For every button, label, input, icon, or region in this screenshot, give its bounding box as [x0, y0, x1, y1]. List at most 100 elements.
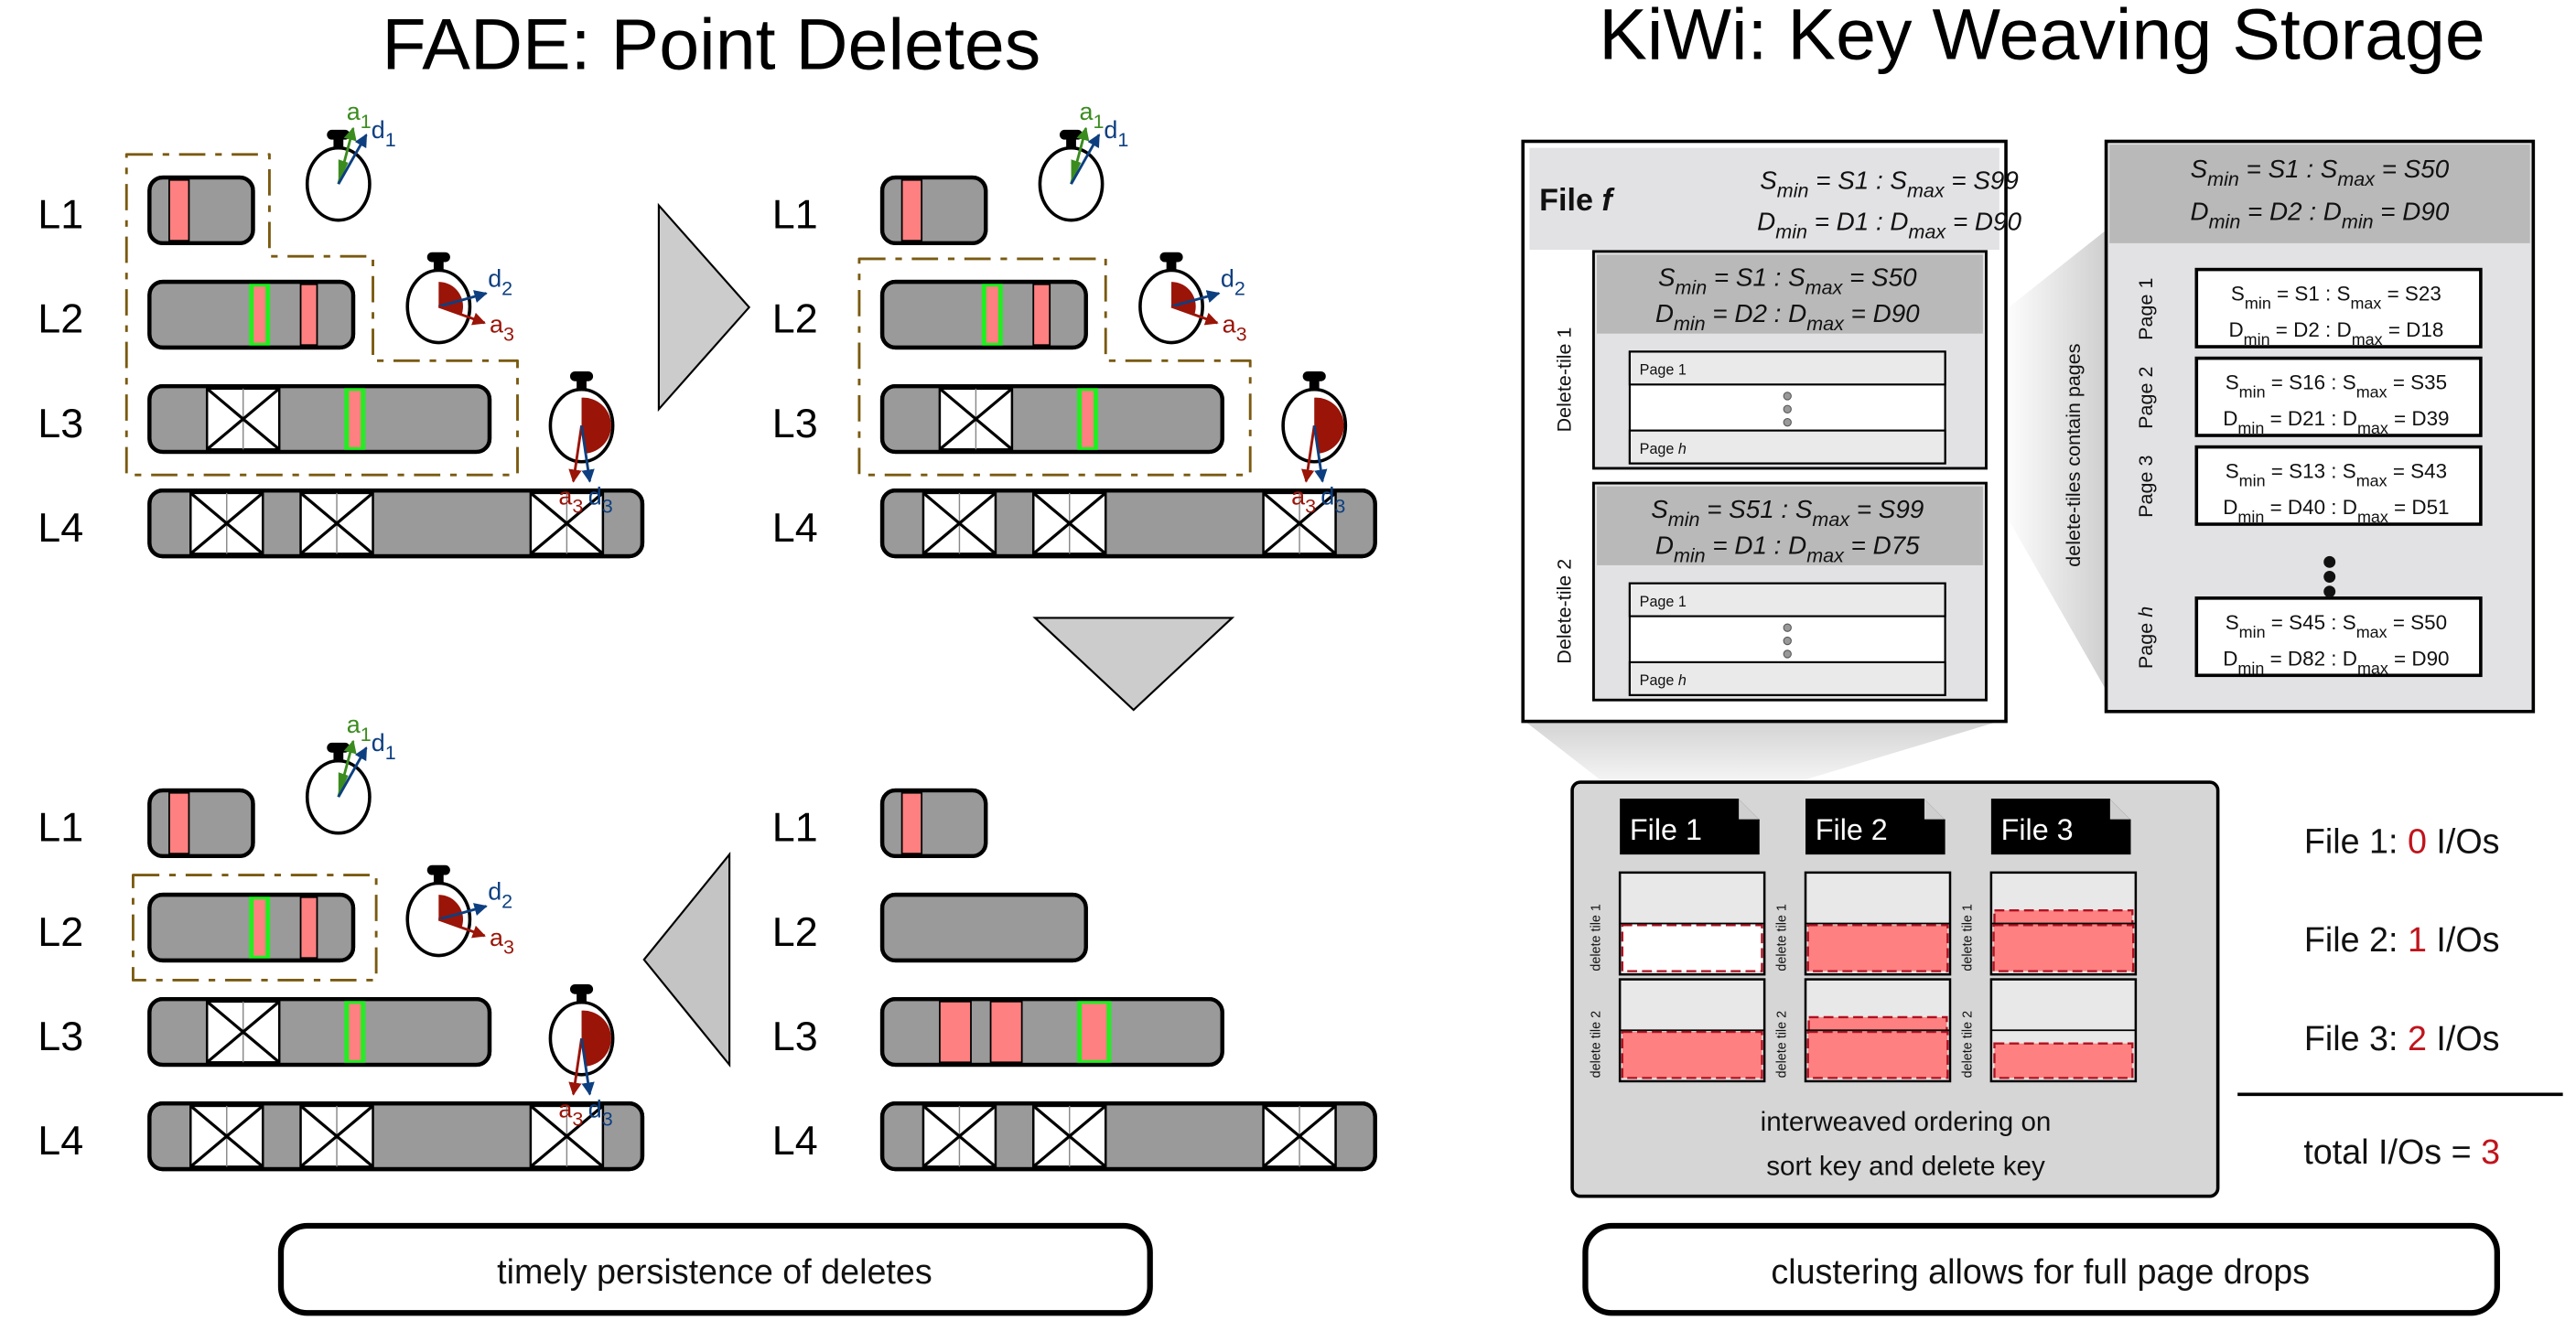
delete-tile-block: delete tile 2: [1774, 978, 1952, 1083]
dropped-page: [1806, 924, 1949, 972]
arrow-right-triangle: [657, 202, 751, 413]
page-last-label: Page h: [1640, 672, 1687, 689]
tiles-contain-pages-label: delete-tiles contain pages: [2063, 343, 2085, 566]
level-run-l4: [879, 1101, 1377, 1172]
invalidated-entry: [922, 491, 997, 555]
level-label: L1: [38, 191, 83, 238]
page-delete-range: Dmin = D2 : Dmax = D18: [2228, 318, 2443, 349]
tombstone: [168, 791, 190, 855]
file-name: File 2: [1816, 813, 1888, 846]
zoom-funnel-file: [1523, 719, 2005, 800]
level-run-l4: [879, 488, 1377, 559]
tombstone-expired: [1076, 999, 1112, 1065]
tile-sort-range: Smin = S1 : Smax = S50: [1658, 263, 1917, 299]
invalidated-entry: [189, 1104, 264, 1168]
level-run-l3: [147, 996, 492, 1068]
tombstone: [299, 896, 318, 960]
dropped-page: [1621, 924, 1763, 972]
file-io-count: File 1: 0 I/Os: [2304, 821, 2500, 860]
level-run-l4: [147, 1101, 645, 1172]
invalidated-entry: [529, 491, 605, 555]
label-d1: d1: [372, 729, 396, 764]
label-d2: d2: [1221, 264, 1245, 299]
invalidated-entry: [1031, 491, 1107, 555]
level-label: L2: [772, 908, 818, 955]
page-sort-range: Smin = S16 : Smax = S35: [2226, 371, 2447, 402]
delete-tile-label: delete tile 2: [1590, 1011, 1604, 1078]
dropped-range: [1993, 1042, 2134, 1079]
level-label: L2: [772, 295, 818, 342]
page-delete-range: Dmin = D82 : Dmax = D90: [2223, 647, 2449, 677]
page-delete-range: Dmin = D40 : Dmax = D51: [2223, 496, 2449, 526]
level-label: L4: [38, 1117, 83, 1164]
tile-delete-range: Dmin = D1 : Dmax = D75: [1655, 531, 1920, 566]
tile-detail-sort-range: Smin = S1 : Smax = S50: [2191, 155, 2450, 190]
level-label: L1: [772, 191, 818, 238]
ttl-boundary: [857, 257, 1252, 477]
level-label: L3: [772, 400, 818, 446]
tombstone-expired: [249, 895, 271, 961]
invalidated-entry: [299, 1104, 374, 1168]
tombstone-expired: [1076, 386, 1098, 452]
delete-tile-label: delete tile 1: [1960, 904, 1975, 971]
level-run-l2: [879, 279, 1088, 350]
tombstone: [989, 1000, 1023, 1064]
ellipsis-dot: [1783, 404, 1792, 413]
ttl-boundary: [124, 153, 519, 477]
file-tag: File 1: [1620, 799, 1760, 855]
total-io: total I/Os = 3: [2303, 1132, 2500, 1171]
delete-tile-label: Delete-tile 1: [1553, 327, 1575, 433]
interleave-line-2: sort key and delete key: [1766, 1151, 2045, 1181]
page-first-label: Page 1: [1640, 594, 1687, 610]
arrow-down-triangle: [1032, 617, 1235, 712]
level-label: L2: [38, 908, 83, 955]
invalidated-entry: [1262, 491, 1337, 555]
delete-tile-label: delete tile 2: [1774, 1011, 1789, 1078]
invalidated-entry: [1031, 1104, 1107, 1168]
arrow-left-triangle: [642, 852, 731, 1068]
tombstone-expired: [344, 999, 366, 1065]
tombstone: [900, 178, 923, 242]
invalidated-entry: [922, 1104, 997, 1168]
level-run-l1: [147, 788, 255, 859]
tombstone: [939, 1000, 972, 1064]
file-f-sort-range: Smin = S1 : Smax = S99: [1760, 166, 2019, 202]
dropped-page: [1992, 924, 2135, 972]
tombstone-expired: [981, 282, 1003, 348]
label-a3: a3: [490, 924, 514, 959]
file-f-delete-range: Dmin = D1 : Dmax = D90: [1757, 207, 2021, 242]
invalidated-entry: [189, 491, 264, 555]
delete-tile-block: delete tile 1: [1590, 871, 1766, 976]
ellipsis-dot: [1783, 417, 1792, 427]
file-io-count: File 2: 1 I/Os: [2304, 920, 2500, 959]
ttl-boundary: [131, 874, 378, 982]
delete-tile-label: delete tile 1: [1774, 904, 1789, 971]
delete-tile-block: delete tile 1: [1960, 871, 2138, 976]
tombstone-expired: [249, 282, 271, 348]
page-label: Page 3: [2135, 456, 2157, 518]
tile-detail-delete-range: Dmin = D2 : Dmin = D90: [2191, 198, 2450, 233]
ellipsis-dots-icon: [2323, 555, 2336, 598]
ellipsis-dot: [1783, 392, 1792, 401]
page-label: Page h: [2135, 606, 2157, 669]
tombstone: [900, 791, 923, 855]
invalidated-entry: [529, 1104, 605, 1168]
delete-tile-block: delete tile 2: [1590, 978, 1766, 1083]
file-tag: File 2: [1805, 799, 1945, 855]
fade-caption-box: timely persistence of deletes: [277, 1222, 1153, 1316]
label-a1: a1: [347, 711, 372, 746]
fade-caption: timely persistence of deletes: [497, 1252, 932, 1291]
